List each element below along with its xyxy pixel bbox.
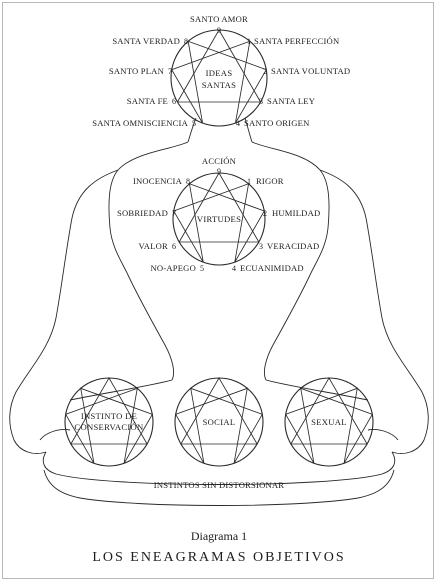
- mid-label-6: VALOR: [139, 241, 169, 251]
- instinct-1-line1: INSTINTO DE: [81, 411, 137, 421]
- enneagram-hexad: [171, 40, 267, 124]
- instinct-figure-sexual: [285, 377, 373, 464]
- top-num-4: 4: [236, 119, 240, 128]
- top-label-5: SANTA OMNISCIENCIA: [92, 118, 188, 128]
- top-label-1: SANTA PERFECCIÓN: [254, 36, 340, 46]
- mid-label-1: RIGOR: [256, 176, 284, 186]
- mid-num-1: 1: [247, 177, 251, 186]
- enneagram-triangle: [176, 29, 262, 103]
- top-num-1: 1: [247, 37, 251, 46]
- middle-enneagram-figure: [173, 172, 265, 263]
- mid-num-7: 7: [172, 209, 176, 218]
- instinct-figure-conservacion: [65, 377, 153, 464]
- enneagram-triangle: [70, 377, 148, 445]
- top-label-4: SANTO ORIGEN: [244, 118, 310, 128]
- enneagram-hexad: [175, 387, 263, 464]
- figure-frame: [2, 2, 434, 579]
- top-center-line1: IDEAS: [206, 68, 233, 78]
- top-label-8: SANTA VERDAD: [112, 36, 180, 46]
- instinct-enneagrams: INSTINTO DE CONSERVACIÓN SOCIAL SEXUAL: [64, 377, 374, 467]
- instincts-label: INSTINTOS SIN DISTORSIONAR: [154, 480, 285, 490]
- mid-label-9: ACCIÓN: [202, 156, 237, 166]
- top-label-2: SANTA VOLUNTAD: [271, 66, 350, 76]
- top-num-8: 8: [184, 37, 188, 46]
- mid-label-5: NO-APEGO: [150, 263, 196, 273]
- enneagram-hexad: [173, 183, 265, 263]
- top-num-6: 6: [172, 97, 176, 106]
- instinct-1-line2: CONSERVACIÓN: [74, 422, 144, 432]
- mid-num-6: 6: [172, 242, 176, 251]
- enneagram-hexad: [285, 387, 373, 464]
- instinct-3-line1: SEXUAL: [311, 417, 347, 427]
- top-num-3: 3: [259, 97, 263, 106]
- caption-line2: LOS ENEAGRAMAS OBJETIVOS: [92, 550, 346, 565]
- top-label-9: SANTO AMOR: [190, 14, 248, 24]
- middle-center-label: VIRTUDES: [197, 214, 241, 224]
- top-num-9: 9: [217, 26, 221, 35]
- top-enneagram: IDEAS SANTAS SANTO AMOR 9 1 SANTA PERFEC…: [92, 14, 350, 128]
- enneagram-triangle: [180, 377, 258, 445]
- top-num-5: 5: [192, 119, 196, 128]
- instinct-2-line1: SOCIAL: [203, 417, 236, 427]
- top-label-6: SANTA FE: [127, 96, 168, 106]
- mid-label-4: ECUANIMIDAD: [240, 263, 304, 273]
- mid-label-7: SOBRIEDAD: [117, 208, 168, 218]
- mid-num-8: 8: [186, 177, 190, 186]
- mid-label-8: INOCENCIA: [133, 176, 183, 186]
- top-enneagram-figure: [171, 29, 267, 124]
- top-center-line2: SANTAS: [202, 80, 237, 90]
- enneagram-triangle: [178, 172, 260, 243]
- caption-line1: Diagrama 1: [190, 529, 248, 543]
- mid-num-5: 5: [200, 264, 204, 273]
- mid-num-9: 9: [217, 167, 221, 176]
- mid-num-2: 2: [263, 209, 267, 218]
- top-num-7: 7: [168, 67, 172, 76]
- middle-enneagram: VIRTUDES ACCIÓN 9 1 RIGOR 2 HUMILDAD 3 V…: [117, 156, 320, 273]
- top-num-2: 2: [263, 67, 267, 76]
- instinct-figure-social: [175, 377, 263, 464]
- mid-num-4: 4: [232, 264, 236, 273]
- mid-label-2: HUMILDAD: [272, 208, 320, 218]
- top-label-7: SANTO PLAN: [109, 66, 165, 76]
- body-silhouette: [9, 117, 429, 506]
- enneagram-hexad: [65, 387, 153, 464]
- mid-label-3: VERACIDAD: [267, 241, 319, 251]
- enneagram-triangle: [290, 377, 368, 445]
- mid-num-3: 3: [259, 242, 263, 251]
- top-label-3: SANTA LEY: [267, 96, 315, 106]
